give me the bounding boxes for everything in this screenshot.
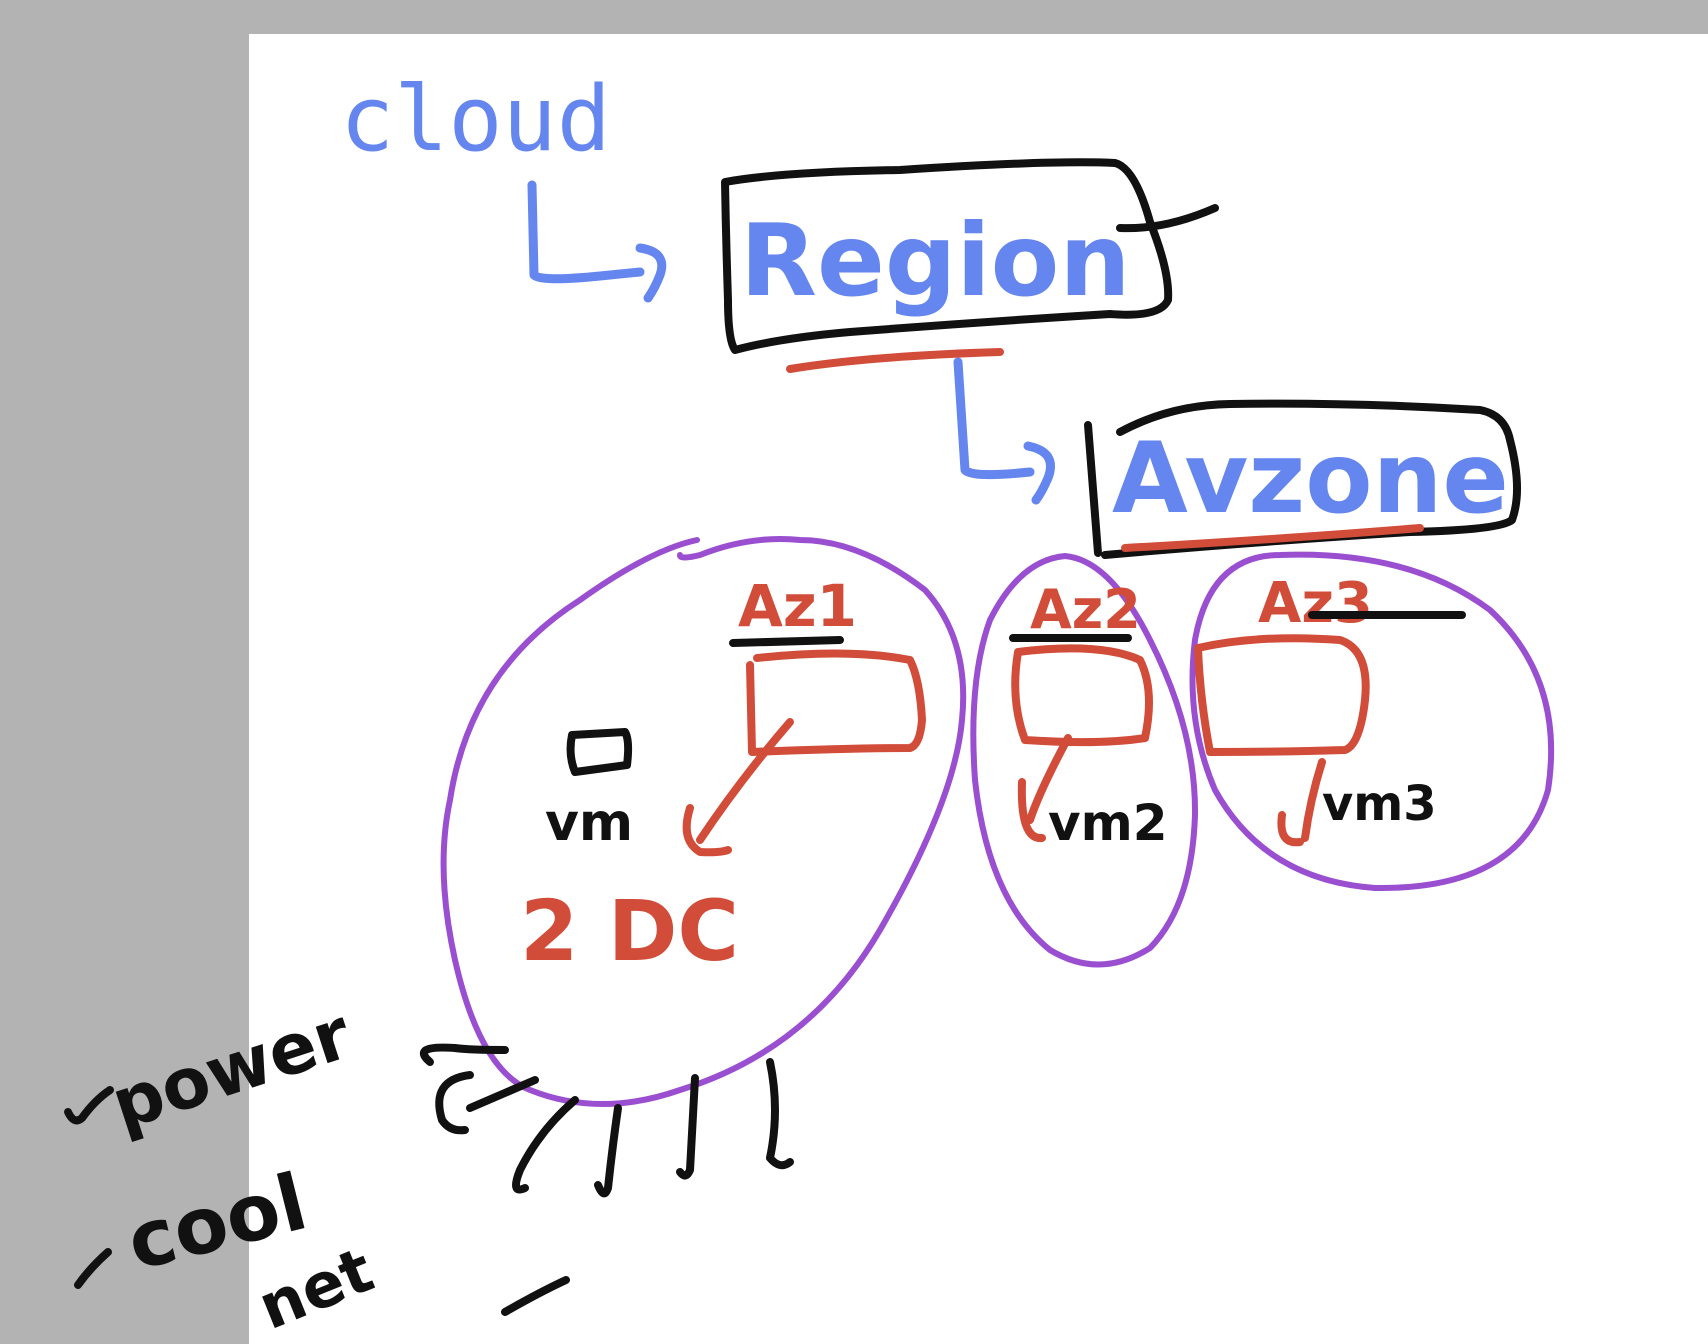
datacenter-services-list: power cool net	[64, 992, 570, 1344]
dc-count-label: 2 DC	[520, 882, 739, 980]
az2-zone[interactable]: Az2 vm2	[970, 553, 1199, 968]
service-power: power	[102, 992, 361, 1146]
az3-zone[interactable]: Az3 vm3	[1189, 551, 1555, 892]
region-label: Region	[740, 202, 1131, 319]
left-gutter	[0, 0, 249, 1344]
vm2-label: vm2	[1048, 794, 1167, 852]
arrow-region-to-avzone	[953, 357, 1055, 505]
arrow-cloud-to-region	[527, 180, 667, 303]
avzone-label: Avzone	[1112, 422, 1509, 536]
az3-label: Az3	[1258, 571, 1373, 636]
region-box[interactable]: Region	[721, 158, 1219, 373]
az1-label: Az1	[738, 572, 857, 640]
title-cloud: cloud	[340, 67, 611, 172]
az1-connection-lines	[420, 1043, 794, 1198]
az2-label: Az2	[1030, 578, 1141, 641]
vm1-label: vm	[545, 793, 633, 853]
az1-zone[interactable]: Az1 vm 2 DC	[440, 536, 967, 1107]
vm3-label: vm3	[1322, 776, 1437, 832]
avzone-box[interactable]: Avzone	[1084, 399, 1521, 559]
top-gutter	[0, 0, 1708, 34]
